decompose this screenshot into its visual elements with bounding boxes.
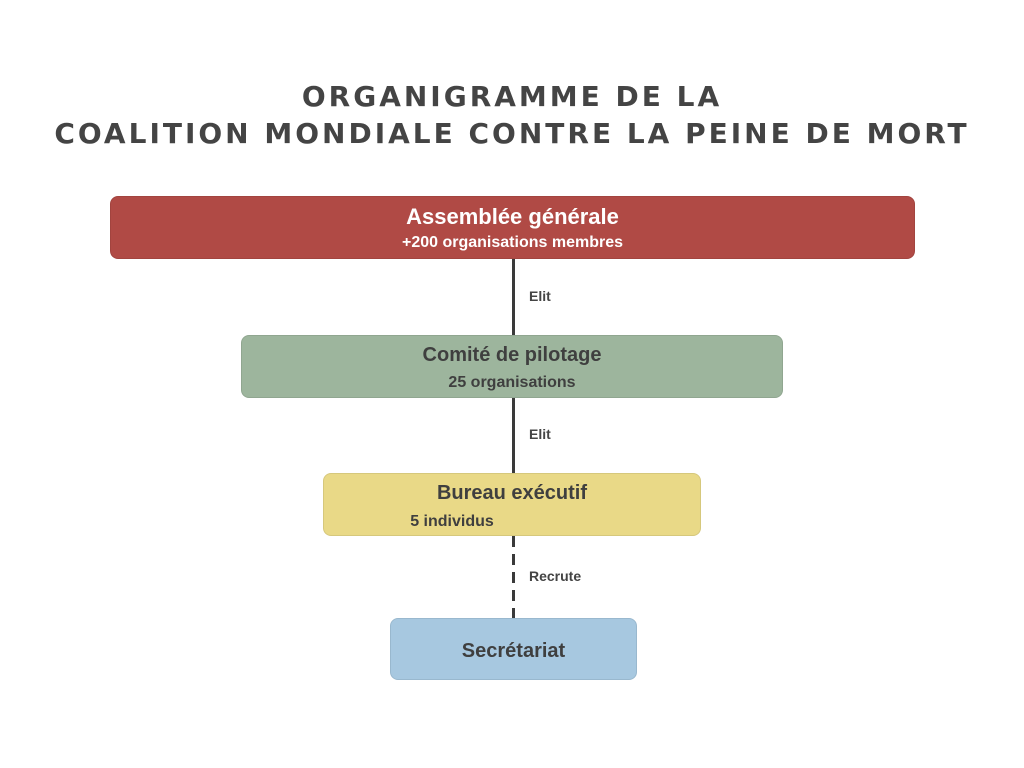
node-name: Bureau exécutif (436, 482, 588, 504)
edge-label: Recrute (529, 568, 582, 584)
node-name: Comité de pilotage (422, 344, 602, 366)
node-name: Secrétariat (461, 640, 566, 662)
node-subtitle: +200 organisations membres (402, 234, 623, 251)
node-bureau-executif: Bureau exécutif 5 individus (323, 473, 701, 536)
diagram-title-line-2: COALITION MONDIALE CONTRE LA PEINE DE MO… (54, 117, 970, 150)
node-secretariat: Secrétariat (390, 618, 637, 680)
node-comite-de-pilotage: Comité de pilotage 25 organisations (241, 335, 783, 398)
node-name: Assemblée générale (406, 204, 619, 229)
edge-label: Elit (529, 288, 551, 304)
edge-label: Elit (529, 426, 551, 442)
edge-ag-to-cp (512, 259, 515, 335)
edge-cp-to-be (512, 398, 515, 473)
node-assemblee-generale: Assemblée générale +200 organisations me… (110, 196, 915, 259)
node-subtitle: 25 organisations (448, 374, 576, 391)
diagram-title-line-1: ORGANIGRAMME DE LA (301, 80, 723, 113)
node-subtitle: 5 individus (410, 513, 494, 530)
edge-be-to-sec-dashed (512, 536, 515, 618)
